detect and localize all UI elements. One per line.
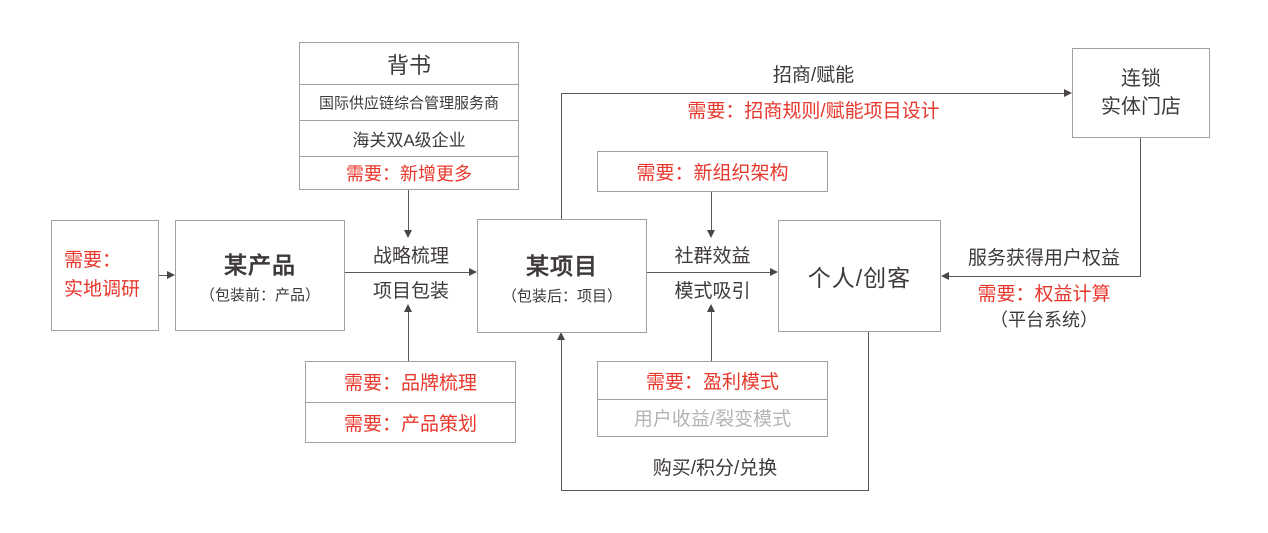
edge-purchase-up xyxy=(561,340,562,491)
chain-store-line2: 实体门店 xyxy=(1101,96,1181,118)
arrow-right-icon xyxy=(469,268,477,276)
product-subtitle: （包装前：产品） xyxy=(199,287,320,304)
edge-field-to-product xyxy=(158,275,170,276)
endorsement-box: 背书 国际供应链综合管理服务商 海关双A级企业 需要：新增更多 xyxy=(299,42,519,190)
edge-invest-horizontal xyxy=(561,93,1065,94)
edge-project-to-person xyxy=(647,272,772,273)
project-title: 某项目 xyxy=(526,252,598,279)
community-label-bottom: 模式吸引 xyxy=(674,281,751,302)
community-label-top: 社群效益 xyxy=(674,246,751,267)
endorsement-title: 背书 xyxy=(386,52,431,78)
project-box: 某项目 （包装后：项目） xyxy=(477,219,647,333)
edge-rights-horizontal xyxy=(949,276,1141,277)
brand-need2: 需要：产品策划 xyxy=(306,401,515,443)
edge-rights-vertical xyxy=(1140,138,1141,277)
edge-purchase-down xyxy=(868,332,869,491)
person-box: 个人/创客 xyxy=(778,220,941,332)
rights-label: 服务获得用户权益 xyxy=(967,248,1120,269)
edge-invest-vertical xyxy=(561,93,562,219)
field-research-line2: 实地调研 xyxy=(64,279,141,300)
edge-brand-up xyxy=(408,312,409,361)
rights-need-label: 需要：权益计算 xyxy=(977,284,1111,305)
arrow-down-icon xyxy=(707,230,715,238)
endorsement-line2: 海关双A级企业 xyxy=(300,120,518,156)
project-subtitle: （包装后：项目） xyxy=(501,287,622,305)
edge-neworg-down xyxy=(711,192,712,231)
invest-need-label: 需要：招商规则/赋能项目设计 xyxy=(687,101,940,122)
edge-purchase-horizontal xyxy=(561,490,869,491)
arrow-right-icon xyxy=(167,271,175,279)
edge-product-to-project xyxy=(345,272,471,273)
endorsement-line1: 国际供应链综合管理服务商 xyxy=(300,84,518,120)
edge-endorsement-down xyxy=(408,190,409,231)
profit-sub: 用户收益/裂变模式 xyxy=(598,398,827,437)
arrow-right-icon xyxy=(770,268,778,276)
arrow-down-icon xyxy=(404,230,412,238)
strategy-label-top: 战略梳理 xyxy=(372,246,449,267)
chain-store-box: 连锁 实体门店 xyxy=(1072,48,1210,138)
purchase-label: 购买/积分/兑换 xyxy=(652,458,778,479)
person-title: 个人/创客 xyxy=(807,265,912,291)
invest-label: 招商/赋能 xyxy=(772,65,855,86)
field-research-box: 需要： 实地调研 xyxy=(51,220,159,331)
arrow-up-icon xyxy=(707,304,715,312)
brand-need1: 需要：品牌梳理 xyxy=(343,373,477,395)
profit-need: 需要：盈利模式 xyxy=(645,371,779,393)
arrow-up-icon xyxy=(557,332,565,340)
arrow-right-icon xyxy=(1064,89,1072,97)
arrow-up-icon xyxy=(404,304,412,312)
endorsement-need: 需要：新增更多 xyxy=(300,156,518,189)
product-box: 某产品 （包装前：产品） xyxy=(175,220,345,331)
profit-box: 需要：盈利模式 用户收益/裂变模式 xyxy=(597,361,828,437)
platform-label: （平台系统） xyxy=(990,310,1098,330)
field-research-line1: 需要： xyxy=(64,250,122,271)
new-org-box: 需要：新组织架构 xyxy=(597,151,828,192)
product-title: 某产品 xyxy=(224,252,296,278)
chain-store-line1: 连锁 xyxy=(1121,68,1161,90)
new-org-need: 需要：新组织架构 xyxy=(636,163,789,184)
brand-box: 需要：品牌梳理 需要：产品策划 xyxy=(305,361,516,443)
strategy-label-bottom: 项目包装 xyxy=(372,281,449,302)
edge-profit-up xyxy=(711,312,712,361)
arrow-left-icon xyxy=(941,272,949,280)
